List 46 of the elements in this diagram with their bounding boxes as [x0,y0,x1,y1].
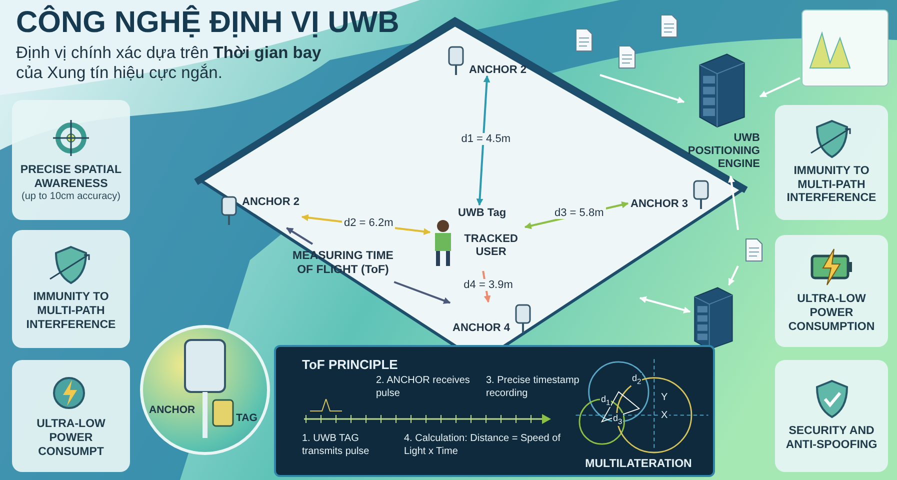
flow-arrow [728,175,739,230]
card-title: SECURITY AND ANTI-SPOOFING [784,425,878,453]
math-label: d$_{2}$ [631,373,642,386]
pointer-arrow [286,227,314,245]
step-text: 1. UWB TAG transmits pulse [302,433,370,458]
step-text: 2. ANCHOR receives pulse [376,375,471,400]
feature-card [775,235,888,347]
edge-label: d2 = 6.2m [342,216,396,229]
anchor-label: ANCHOR 3 [630,198,688,210]
flow-arrow [728,266,739,286]
tag-label: UWB Tag [458,207,508,220]
pointer-arrow [394,281,451,304]
device-label: ANCHOR [149,404,196,416]
engine-label: UWB POSITIONING ENGINE [686,132,760,172]
edge-label: d3 = 5.8m [552,207,606,220]
math-label: d$_{1}$ [600,394,612,407]
flow-arrow [600,74,685,104]
anchor-label: ANCHOR 4 [452,322,510,334]
title: CÔNG NGHỆ ĐỊNH VỊ UWB [16,6,400,40]
card-title: PRECISE SPATIAL AWARENESS [19,164,123,192]
panel-heading: ToF PRINCIPLE [302,357,399,374]
card-note: (up to 10cm accuracy) [22,191,120,202]
user-label: TRACKED USER [463,233,519,260]
card-title: ULTRA-LOW POWER CONSUMPTION [787,293,876,335]
device-label: TAG [236,412,258,424]
card-title: IMMUNITY TO MULTI-PATH INTERFERENCE [786,164,878,206]
feature-card [775,360,888,472]
info-panel [274,345,715,477]
feature-card [12,100,130,220]
step-text: 4. Calculation: Distance = Speed of Light x Time [404,433,562,458]
flow-arrow [759,77,800,98]
flow-arrow [639,296,691,314]
anchor-label: ANCHOR 2 [242,196,300,208]
feature-card [12,230,130,348]
anchor-label: ANCHOR 2 [469,64,526,76]
edge-label: d1 = 4.5m [459,132,512,144]
card-title: ULTRA-LOW POWER CONSUMPT [36,418,106,460]
subtitle: Định vị chính xác dựa trên Thời gian bay của Xung tín hiệu cực ngắn. [16,44,322,84]
card-title: IMMUNITY TO MULTI-PATH INTERFERENCE [25,291,117,333]
diagram-caption: MULTILATERATION [584,457,693,472]
step-text: 3. Precise timestamp recording [486,375,580,400]
feature-card [775,105,888,220]
edge-label: d4 = 3.9m [462,278,515,290]
math-label: d$_{3}$ [612,413,624,426]
feature-card [12,360,130,472]
distance-arrow [476,75,490,206]
